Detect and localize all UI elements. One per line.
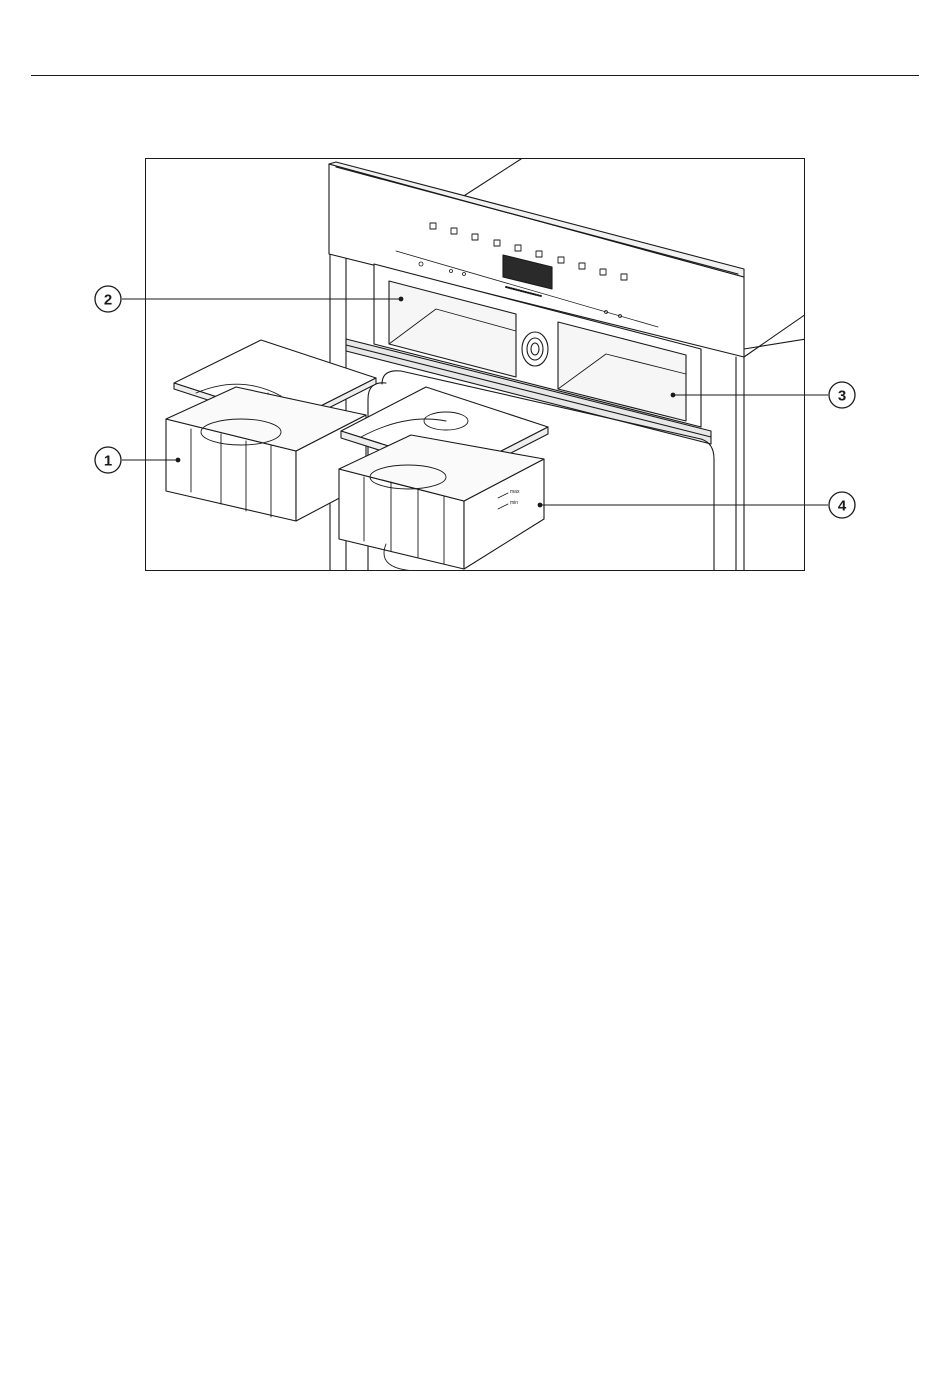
tank-min-label: min xyxy=(510,500,518,506)
callout-2-number: 2 xyxy=(104,292,112,309)
water-tank-right xyxy=(339,387,548,571)
callout-1: 1 xyxy=(95,447,121,473)
callout-3: 3 xyxy=(829,382,855,408)
header-rule xyxy=(31,75,919,76)
callout-3-number: 3 xyxy=(838,388,846,405)
tank-max-label: max xyxy=(510,489,520,495)
callout-1-number: 1 xyxy=(104,453,112,470)
callout-2: 2 xyxy=(95,286,121,312)
callout-4-number: 4 xyxy=(838,498,847,515)
appliance-figure: max min xyxy=(145,158,805,571)
callout-4: 4 xyxy=(829,492,855,518)
